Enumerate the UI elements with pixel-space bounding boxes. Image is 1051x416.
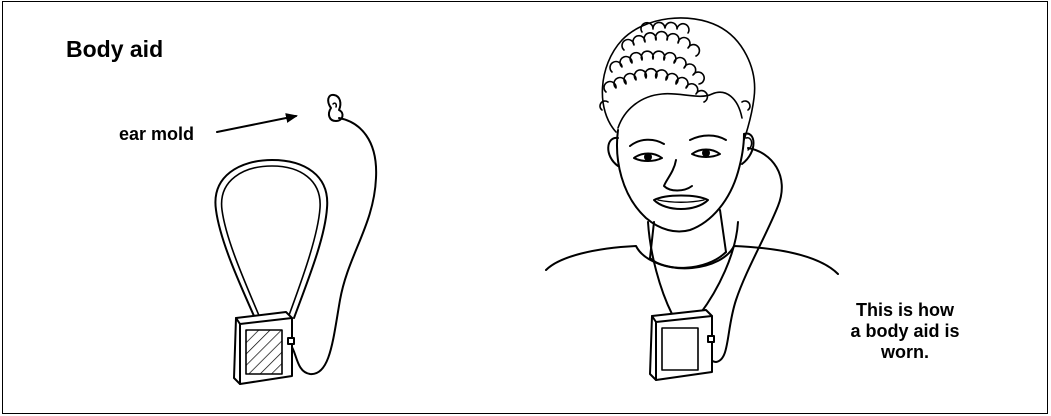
neck-loop	[215, 160, 327, 318]
cord	[290, 118, 376, 374]
person-illustration	[546, 18, 838, 380]
face	[617, 130, 744, 232]
ear-mold-arrow	[217, 116, 296, 132]
ear-mold	[328, 95, 342, 121]
shoulders	[546, 246, 838, 274]
body-aid-device	[215, 95, 376, 384]
hair	[600, 18, 755, 140]
